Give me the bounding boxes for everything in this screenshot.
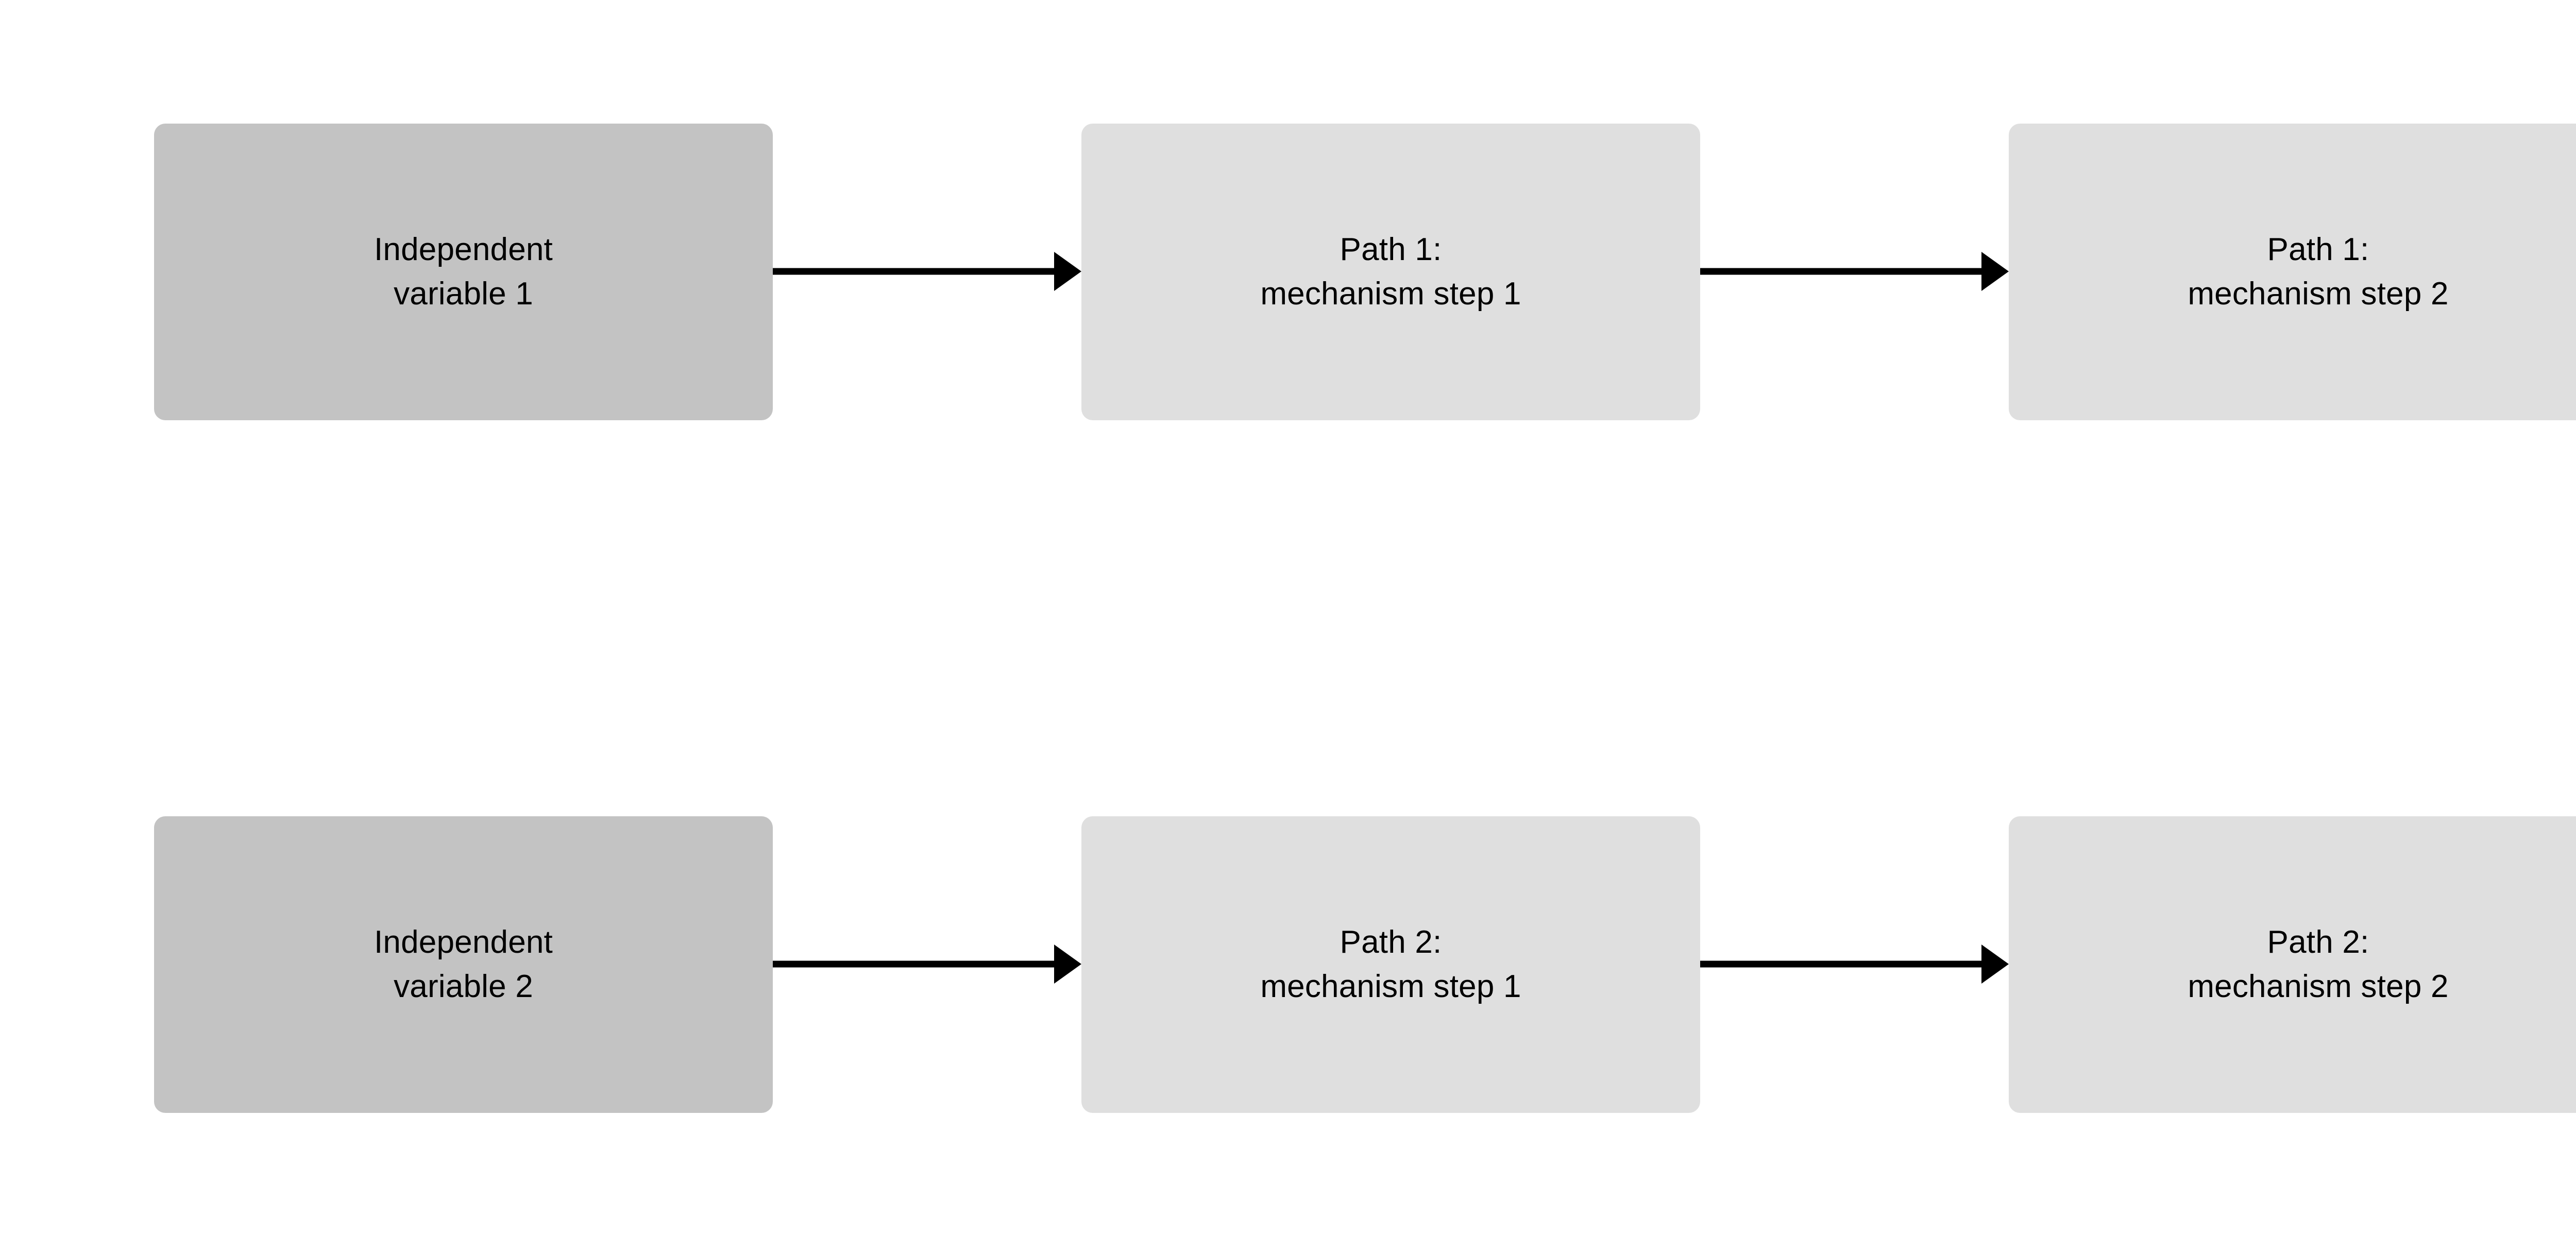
edge-iv2-to-p2s1 <box>773 945 1081 984</box>
node-label: Independent variable 1 <box>374 232 553 312</box>
edge-p1s1-to-p1s2 <box>1700 252 2009 291</box>
node-label: Path 2: mechanism step 1 <box>1260 924 1521 1004</box>
node-independent-variable-1[interactable]: Independent variable 1 <box>154 124 773 420</box>
node-label: Path 1: mechanism step 1 <box>1260 232 1521 312</box>
node-label: Path 1: mechanism step 2 <box>2188 232 2449 312</box>
node-label: Path 2: mechanism step 2 <box>2188 924 2449 1004</box>
node-path-2-mechanism-step-1[interactable]: Path 2: mechanism step 1 <box>1081 816 1700 1113</box>
arrowhead-icon <box>1054 252 1081 291</box>
node-path-1-mechanism-step-1[interactable]: Path 1: mechanism step 1 <box>1081 124 1700 420</box>
node-label: Independent variable 2 <box>374 924 553 1004</box>
arrowhead-icon <box>1981 945 2009 984</box>
arrowhead-icon <box>1054 945 1081 984</box>
node-path-1-mechanism-step-2[interactable]: Path 1: mechanism step 2 <box>2009 124 2576 420</box>
edge-p2s1-to-p2s2 <box>1700 945 2009 984</box>
edge-iv1-to-p1s1 <box>773 252 1081 291</box>
node-independent-variable-2[interactable]: Independent variable 2 <box>154 816 773 1113</box>
arrowhead-icon <box>1981 252 2009 291</box>
node-path-2-mechanism-step-2[interactable]: Path 2: mechanism step 2 <box>2009 816 2576 1113</box>
